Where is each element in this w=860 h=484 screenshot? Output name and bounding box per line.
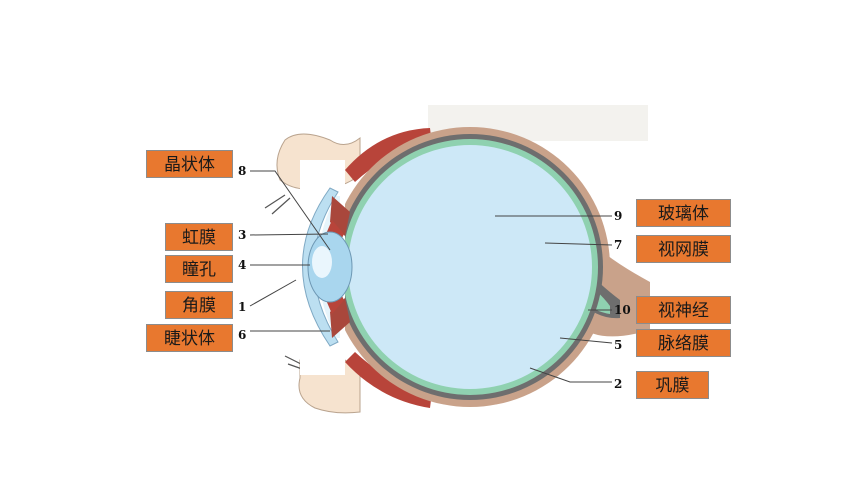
upper-eyelash-1 bbox=[264, 194, 286, 209]
label-vitreous: 玻璃体 bbox=[636, 199, 731, 227]
number-8: 8 bbox=[238, 164, 246, 178]
number-7: 7 bbox=[614, 238, 622, 252]
number-3: 3 bbox=[238, 228, 246, 242]
leader-8 bbox=[250, 170, 331, 251]
number-4: 4 bbox=[238, 258, 246, 272]
label-pupil: 瞳孔 bbox=[165, 255, 233, 283]
label-lens: 晶状体 bbox=[146, 150, 233, 178]
number-5: 5 bbox=[614, 338, 622, 352]
label-ciliary-body: 睫状体 bbox=[146, 324, 233, 352]
number-1: 1 bbox=[238, 300, 246, 314]
cornea bbox=[302, 187, 339, 347]
vitreous-body bbox=[348, 145, 592, 389]
label-retina: 视网膜 bbox=[636, 235, 731, 263]
number-6: 6 bbox=[238, 328, 246, 342]
label-optic-nerve: 视神经 bbox=[636, 296, 731, 324]
leader-3 bbox=[249, 233, 329, 236]
number-9: 9 bbox=[614, 209, 622, 223]
label-sclera: 巩膜 bbox=[636, 371, 709, 399]
label-iris: 虹膜 bbox=[165, 223, 233, 251]
leader-7 bbox=[544, 242, 613, 246]
number-10: 10 bbox=[614, 303, 631, 317]
leader-1 bbox=[249, 279, 297, 307]
label-choroid: 脉络膜 bbox=[636, 329, 731, 357]
lens-highlight bbox=[312, 246, 332, 278]
number-2: 2 bbox=[614, 377, 622, 391]
upper-eyelash-2 bbox=[271, 197, 291, 215]
leader-5 bbox=[559, 337, 613, 344]
label-cornea: 角膜 bbox=[165, 291, 233, 319]
leader-2 bbox=[529, 367, 612, 383]
